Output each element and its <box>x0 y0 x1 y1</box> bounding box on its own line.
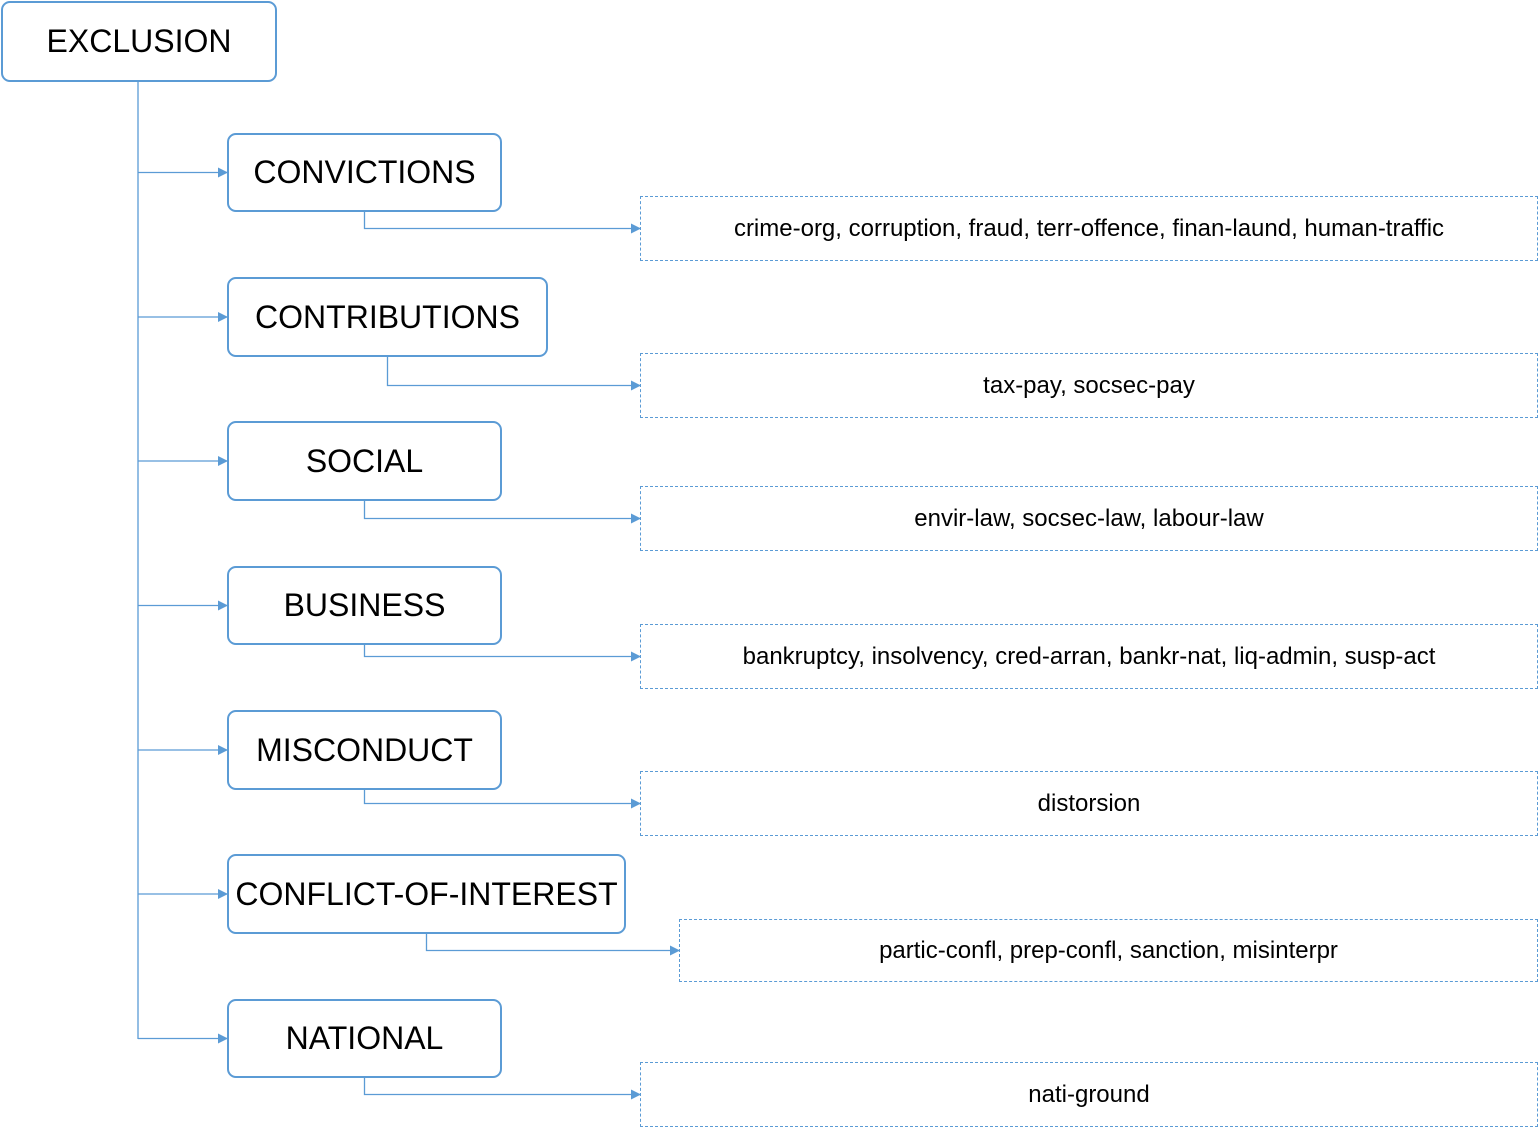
leaf-items-text: crime-org, corruption, fraud, terr-offen… <box>733 214 1445 242</box>
root-node-exclusion: EXCLUSION <box>1 1 277 82</box>
leaf-items-text: partic-confl, prep-confl, sanction, misi… <box>879 936 1338 964</box>
category-node-national: NATIONAL <box>227 999 502 1078</box>
leaf-box-contributions: tax-pay, socsec-pay <box>640 353 1538 418</box>
leaf-items-text: nati-ground <box>1028 1080 1150 1108</box>
category-label: CONFLICT-OF-INTEREST <box>235 875 618 912</box>
category-label: NATIONAL <box>285 1020 444 1056</box>
leaf-connector-convictions <box>363 212 641 234</box>
leaf-connector-misconduct <box>363 790 641 809</box>
category-label: SOCIAL <box>305 442 424 479</box>
leaf-box-convictions: crime-org, corruption, fraud, terr-offen… <box>640 196 1538 261</box>
leaf-box-business: bankruptcy, insolvency, cred-arran, bank… <box>640 624 1538 689</box>
category-label: MISCONDUCT <box>256 731 473 768</box>
leaf-box-social: envir-law, socsec-law, labour-law <box>640 486 1538 551</box>
leaf-connector-national <box>363 1078 641 1100</box>
leaf-box-misconduct: distorsion <box>640 771 1538 836</box>
category-label: CONVICTIONS <box>253 154 476 190</box>
leaf-connector-contributions <box>386 357 641 391</box>
leaf-items-text: bankruptcy, insolvency, cred-arran, bank… <box>742 642 1436 670</box>
leaf-box-national: nati-ground <box>640 1062 1538 1127</box>
category-label: CONTRIBUTIONS <box>255 298 520 335</box>
root-label: EXCLUSION <box>46 23 232 59</box>
category-node-contributions: CONTRIBUTIONS <box>227 277 548 357</box>
category-node-business: BUSINESS <box>227 566 502 645</box>
leaf-items-text: tax-pay, socsec-pay <box>983 371 1195 399</box>
leaf-box-conflict-of-interest: partic-confl, prep-confl, sanction, misi… <box>679 919 1538 982</box>
leaf-connector-conflict-of-interest <box>425 934 680 956</box>
leaf-connector-business <box>363 645 641 662</box>
category-node-misconduct: MISCONDUCT <box>227 710 502 790</box>
category-node-conflict-of-interest: CONFLICT-OF-INTEREST <box>227 854 626 934</box>
category-node-social: SOCIAL <box>227 421 502 501</box>
leaf-items-text: envir-law, socsec-law, labour-law <box>914 504 1264 532</box>
category-label: BUSINESS <box>283 587 446 623</box>
category-node-convictions: CONVICTIONS <box>227 133 502 212</box>
leaf-connector-social <box>363 501 641 524</box>
leaf-items-text: distorsion <box>1037 789 1141 817</box>
